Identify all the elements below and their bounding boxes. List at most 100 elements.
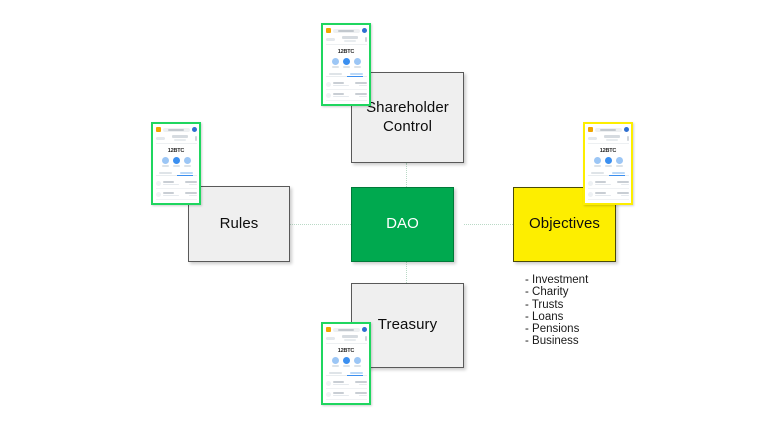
tab-activity[interactable] (349, 72, 363, 75)
swap-button[interactable] (183, 157, 191, 167)
item-title (332, 81, 344, 84)
more-options-icon[interactable] (364, 36, 367, 42)
item-title (332, 380, 344, 383)
tab-assets[interactable] (329, 72, 343, 75)
send-button[interactable] (342, 357, 350, 367)
tab-activity[interactable] (179, 171, 193, 174)
activity-list (155, 178, 197, 201)
account-title (603, 135, 620, 138)
node-rules[interactable]: Rules (188, 186, 290, 262)
item-title (162, 180, 174, 183)
url-bar[interactable] (332, 327, 360, 332)
url-bar[interactable] (162, 127, 190, 132)
network-chip[interactable] (587, 136, 597, 140)
item-value (616, 191, 629, 197)
list-item[interactable] (587, 178, 629, 189)
item-subtitle (332, 84, 349, 87)
swap-button[interactable] (615, 157, 623, 167)
account-name[interactable] (603, 135, 620, 141)
send-label (172, 165, 180, 167)
node-shareholder-control[interactable]: Shareholder Control (351, 72, 464, 163)
send-button[interactable] (172, 157, 180, 167)
url-bar[interactable] (594, 127, 622, 132)
tab-activity[interactable] (611, 171, 625, 174)
avatar[interactable] (623, 127, 629, 132)
tab-activity[interactable] (349, 371, 363, 374)
mockup-shareholder-control[interactable]: 12BTC (321, 23, 371, 106)
item-subtitle (332, 383, 349, 386)
balance-block: 12BTC (326, 348, 367, 354)
balance-amount: 12BTC (167, 148, 185, 154)
list-item[interactable] (325, 389, 367, 400)
divider (325, 343, 367, 344)
buy-icon (331, 357, 339, 364)
node-objectives-label: Objectives (528, 215, 601, 233)
list-item[interactable] (587, 189, 629, 200)
tab-assets[interactable] (591, 171, 605, 174)
item-text (332, 81, 353, 87)
avatar[interactable] (191, 127, 197, 132)
active-tab-indicator (346, 76, 364, 77)
item-text (594, 191, 615, 197)
connector-rules-to-dao (290, 224, 351, 225)
swap-label (353, 365, 361, 367)
more-options-icon[interactable] (626, 135, 629, 141)
item-fiat (188, 183, 197, 186)
account-name[interactable] (341, 335, 358, 341)
account-name[interactable] (341, 36, 358, 42)
token-icon (155, 180, 161, 186)
list-item[interactable] (325, 90, 367, 101)
avatar[interactable] (361, 327, 367, 332)
item-fiat (620, 194, 629, 197)
network-chip[interactable] (155, 136, 165, 140)
buy-button[interactable] (331, 58, 339, 68)
item-title (332, 92, 344, 95)
url-bar[interactable] (332, 28, 360, 33)
item-subtitle (594, 183, 611, 186)
mockup-rules[interactable]: 12BTC (151, 122, 201, 205)
account-name[interactable] (171, 135, 188, 141)
tab-bar (156, 171, 197, 174)
swap-button[interactable] (353, 58, 361, 68)
tab-bar (326, 72, 367, 75)
item-amount (184, 191, 197, 194)
active-tab-indicator (176, 175, 194, 176)
list-item[interactable] (155, 178, 197, 189)
divider (325, 44, 367, 45)
balance-amount: 12BTC (599, 148, 617, 154)
list-item[interactable] (155, 189, 197, 200)
list-item[interactable] (325, 79, 367, 90)
item-amount (616, 180, 629, 183)
more-options-icon[interactable] (364, 335, 367, 341)
network-chip[interactable] (325, 37, 335, 41)
mockup-objectives[interactable]: 12BTC (583, 122, 633, 205)
swap-button[interactable] (353, 357, 361, 367)
connector-dao-to-objectives (464, 224, 513, 225)
divider (587, 143, 629, 144)
list-item: - Investment (525, 274, 589, 286)
more-options-icon[interactable] (194, 135, 197, 141)
buy-button[interactable] (331, 357, 339, 367)
balance-block: 12BTC (588, 148, 629, 154)
node-dao[interactable]: DAO (351, 187, 454, 262)
buy-label (593, 165, 601, 167)
buy-button[interactable] (593, 157, 601, 167)
network-chip[interactable] (325, 336, 335, 340)
list-item[interactable] (325, 378, 367, 389)
node-rules-label: Rules (219, 214, 259, 232)
send-button[interactable] (342, 58, 350, 68)
buy-label (331, 66, 339, 68)
item-fiat (358, 95, 367, 98)
list-item: - Trusts (525, 298, 564, 311)
avatar[interactable] (361, 28, 367, 33)
item-fiat (620, 183, 629, 186)
send-button[interactable] (604, 157, 612, 167)
tab-assets[interactable] (329, 371, 343, 374)
tab-assets[interactable] (159, 171, 173, 174)
wallet-app-screen: 12BTC (323, 324, 369, 403)
item-value (184, 191, 197, 197)
buy-button[interactable] (161, 157, 169, 167)
send-label (604, 165, 612, 167)
mockup-treasury[interactable]: 12BTC (321, 322, 371, 405)
